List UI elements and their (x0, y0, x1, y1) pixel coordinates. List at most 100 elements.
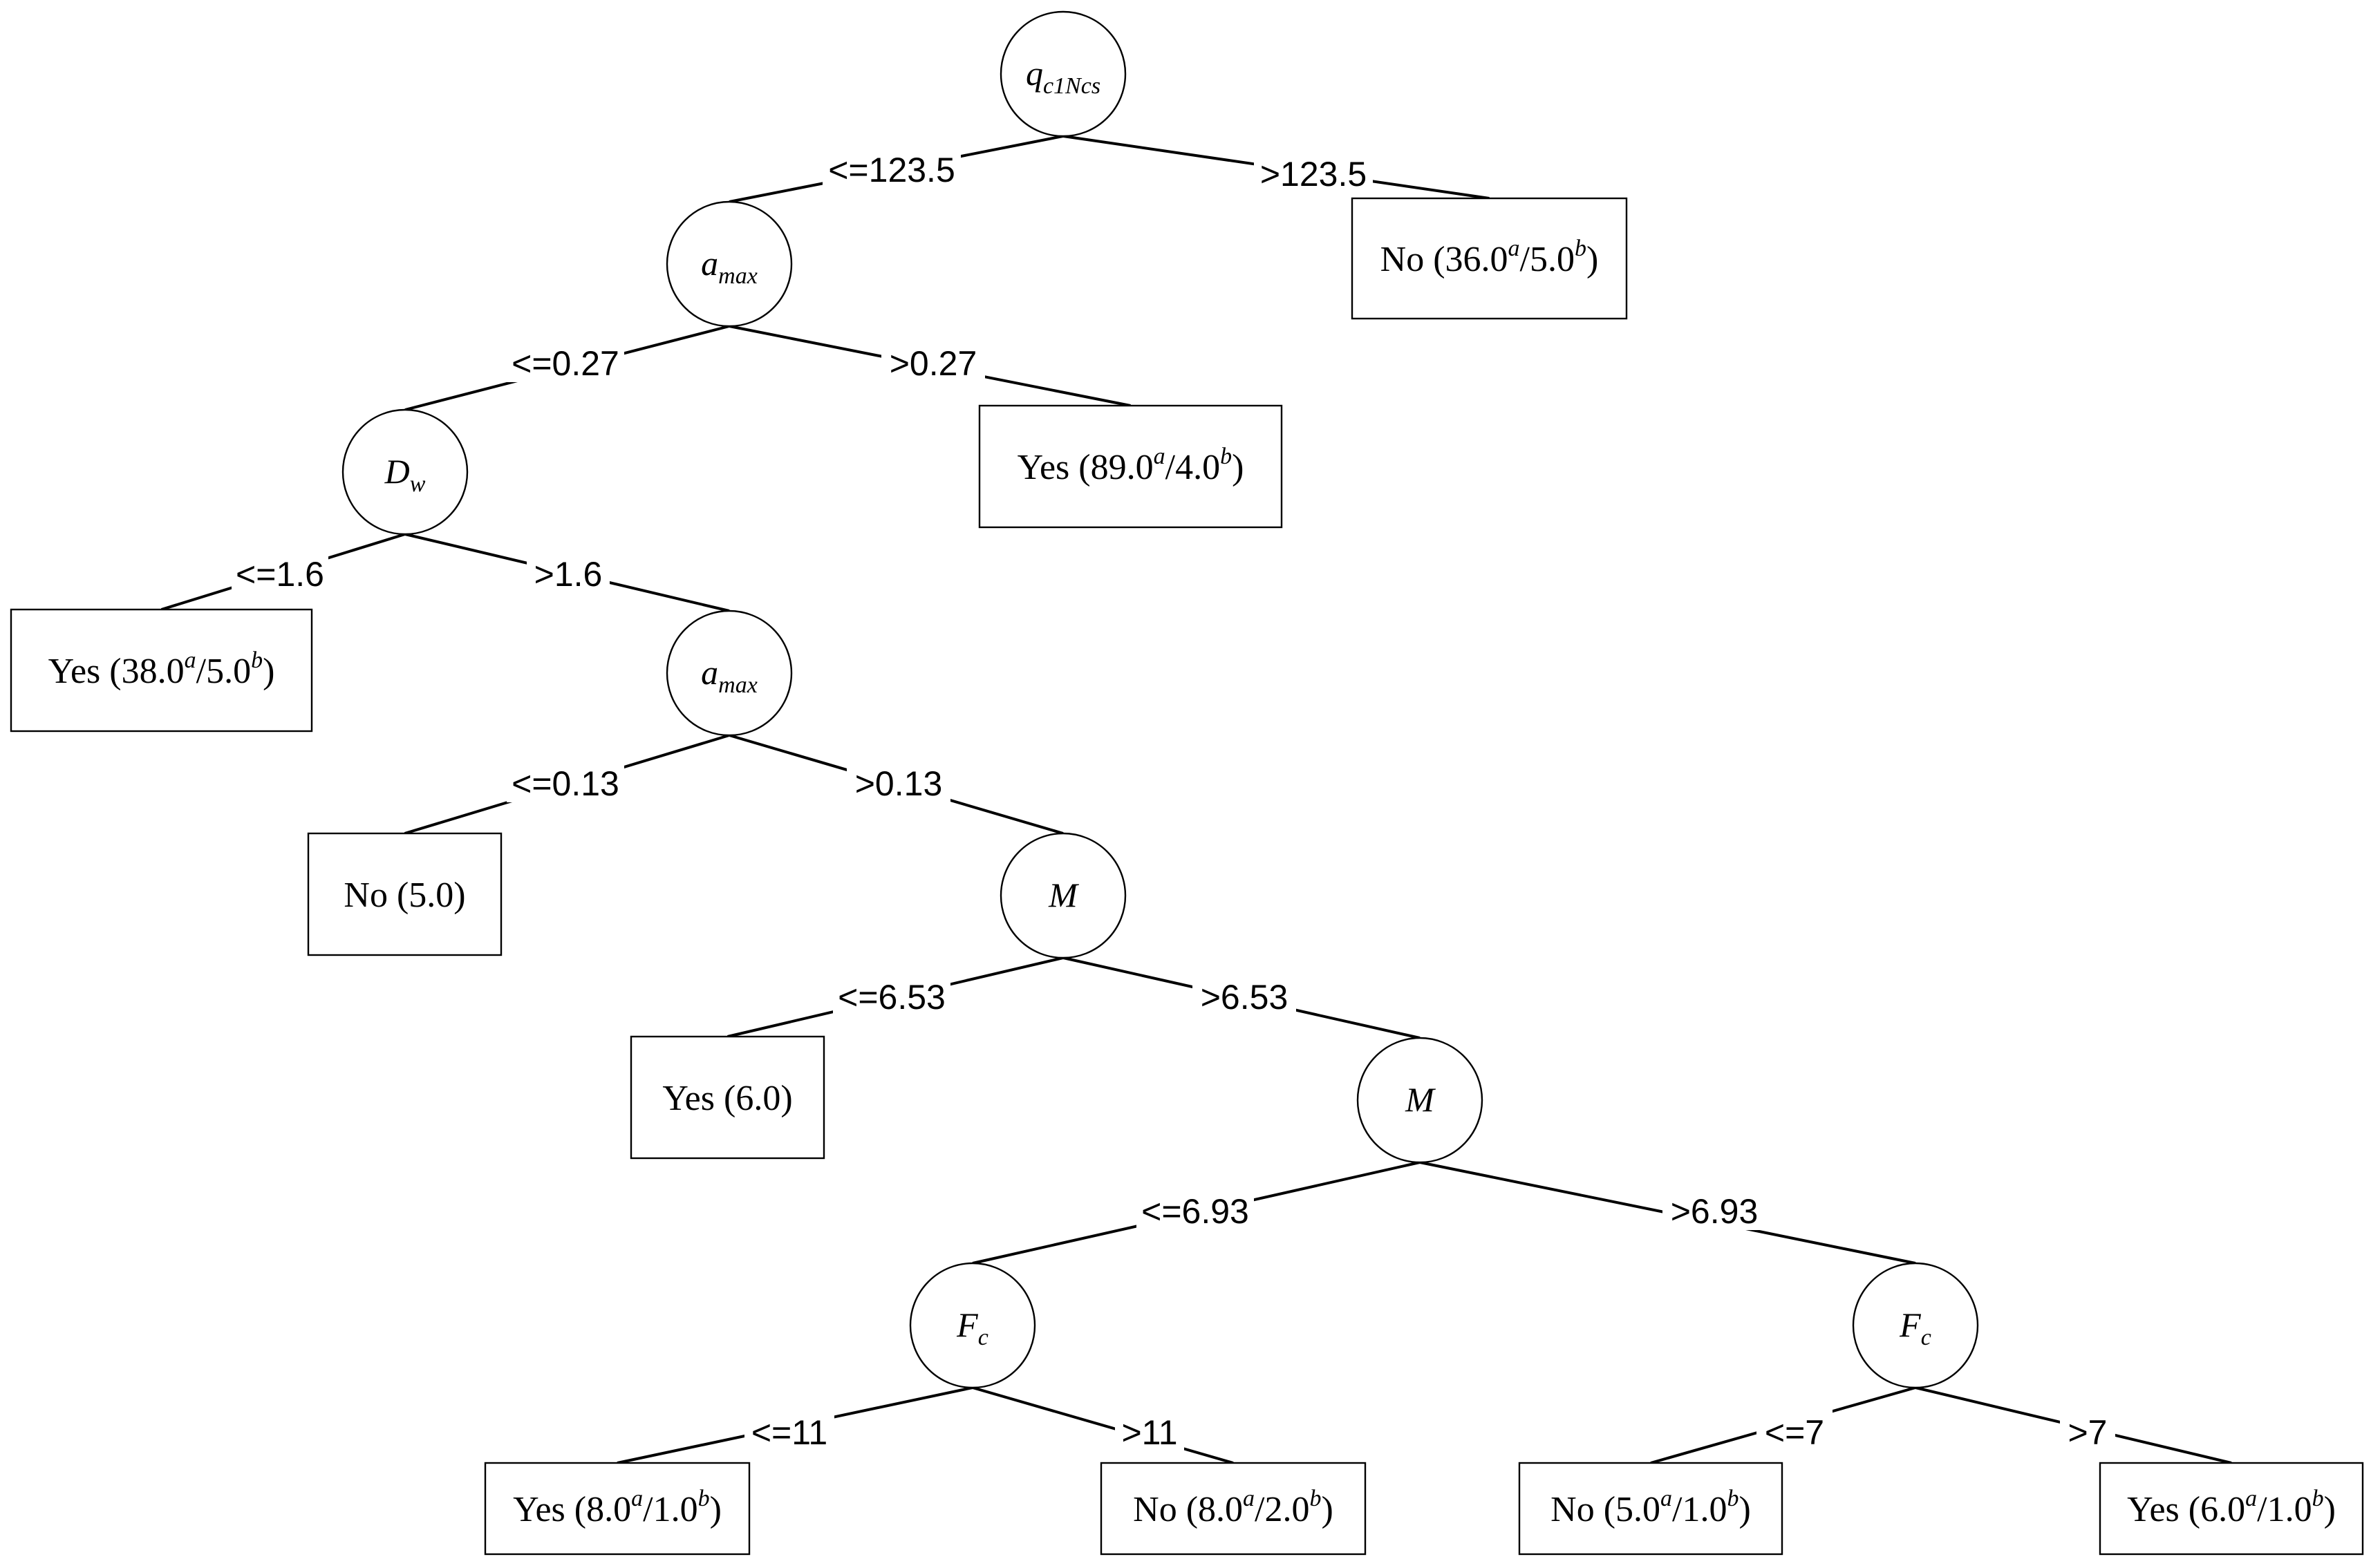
edge-label-n8_l: <=7 (1765, 1413, 1824, 1452)
leaf-l9: Yes (6.0a/1.0b) (2099, 1462, 2364, 1556)
node-label: Fc (956, 1305, 988, 1350)
leaf-label: Yes (89.0a/4.0b) (1018, 444, 1244, 487)
edge-label-bg (1192, 973, 1296, 1016)
leaf-paren: ( (100, 652, 121, 691)
leaf-class: Yes (513, 1490, 565, 1529)
leaf-paren: ( (1177, 1490, 1198, 1529)
node-n1: qc1Ncs (1000, 10, 1127, 138)
leaf-slash: / (1255, 1490, 1265, 1529)
edge-label-bg (1662, 1187, 1766, 1230)
node-circle (1356, 1037, 1483, 1164)
edge-label-bg (1115, 1408, 1184, 1451)
leaf-paren-close: ) (1739, 1490, 1751, 1529)
leaf-count-b: 5.0 (206, 652, 251, 691)
edge-label-bg (847, 759, 950, 802)
leaf-sup-a: a (2245, 1486, 2257, 1511)
edge-label-n8_r: >7 (2068, 1413, 2107, 1452)
node-label: Fc (1899, 1305, 1931, 1350)
edge-label-bg (232, 550, 328, 593)
leaf-slash: / (1520, 240, 1530, 279)
leaf-paren-close: ) (780, 1079, 792, 1118)
leaf-count-a: 8.0 (586, 1490, 631, 1529)
node-circle (666, 200, 793, 328)
leaf-box (1351, 197, 1628, 320)
edge-label-n7_r: >11 (1121, 1413, 1177, 1452)
leaf-box (978, 404, 1283, 529)
edge-label-bg (881, 339, 985, 382)
edge-label-n2_l: <=0.27 (512, 344, 619, 383)
node-n5: M (1000, 832, 1127, 959)
leaf-paren: ( (565, 1490, 586, 1529)
leaf-count-a: 6.0 (2200, 1490, 2245, 1529)
node-n3: Dw (341, 408, 469, 536)
leaf-sup-b: b (251, 648, 263, 673)
node-subscript: c (1921, 1325, 1931, 1350)
leaf-box (1518, 1462, 1783, 1556)
node-circle (909, 1262, 1036, 1389)
node-label: amax (701, 653, 758, 698)
leaf-count-a: 89.0 (1091, 448, 1154, 487)
leaf-slash: / (196, 652, 207, 691)
leaf-sup-a: a (1660, 1486, 1672, 1511)
leaf-paren-close: ) (2324, 1490, 2336, 1529)
leaf-paren: ( (388, 876, 409, 915)
node-variable: q (1026, 54, 1043, 93)
edge-n7-l7 (972, 1386, 1234, 1464)
leaf-paren-close: ) (1586, 240, 1598, 279)
leaf-paren: ( (1595, 1490, 1615, 1529)
leaf-label: Yes (6.0a/1.0b) (2127, 1486, 2336, 1529)
leaf-paren-close: ) (263, 652, 274, 691)
edge-label-n5_r: >6.53 (1201, 978, 1288, 1017)
leaf-count-a: 36.0 (1445, 240, 1508, 279)
leaf-l5: Yes (6.0) (630, 1035, 825, 1160)
edge-label-n2_r: >0.27 (890, 344, 977, 383)
node-n7: Fc (909, 1262, 1036, 1389)
edge-label-bg (833, 973, 950, 1016)
edge-label-bg (2060, 1408, 2115, 1451)
edge-label-n7_l: <=11 (751, 1413, 827, 1452)
leaf-l3: Yes (38.0a/5.0b) (10, 608, 313, 733)
leaf-count-a: 5.0 (409, 876, 453, 915)
leaf-slash: / (1672, 1490, 1683, 1529)
leaf-count-b: 4.0 (1175, 448, 1220, 487)
leaf-count-b: 1.0 (1683, 1490, 1727, 1529)
leaf-count-b: 1.0 (2267, 1490, 2312, 1529)
leaf-class: Yes (48, 652, 101, 691)
node-variable: a (701, 244, 718, 283)
leaf-class: Yes (662, 1079, 715, 1118)
node-variable: M (1405, 1080, 1436, 1119)
node-label: qc1Ncs (1026, 54, 1100, 99)
edge-label-n4_l: <=0.13 (512, 764, 619, 803)
leaf-class: No (1550, 1490, 1595, 1529)
node-n4: amax (666, 610, 793, 737)
leaf-label: Yes (6.0) (662, 1079, 792, 1118)
leaf-class: No (344, 876, 388, 915)
leaf-count-b: 1.0 (653, 1490, 698, 1529)
leaf-paren-close: ) (1322, 1490, 1333, 1529)
edge-label-n1_l: <=123.5 (828, 151, 955, 189)
edge-label-n1_r: >123.5 (1260, 155, 1367, 193)
leaf-box (2099, 1462, 2364, 1556)
leaf-label: No (36.0a/5.0b) (1380, 236, 1599, 279)
node-label: M (1405, 1080, 1436, 1119)
edge-label-bg (507, 339, 624, 382)
leaf-paren-close: ) (453, 876, 465, 915)
edge-label-n4_r: >0.13 (855, 764, 943, 803)
leaf-sup-b: b (698, 1486, 710, 1511)
node-subscript: c (978, 1325, 988, 1350)
node-variable: F (956, 1305, 978, 1344)
leaf-paren: ( (715, 1079, 735, 1118)
leaf-count-b: 2.0 (1265, 1490, 1310, 1529)
leaf-paren: ( (2180, 1490, 2200, 1529)
node-label: amax (701, 244, 758, 289)
leaf-l1: No (36.0a/5.0b) (1351, 197, 1628, 320)
leaf-sup-b: b (1220, 444, 1232, 469)
leaf-box (484, 1462, 751, 1556)
leaf-sup-b: b (1575, 236, 1586, 261)
leaf-class: Yes (2127, 1490, 2180, 1529)
edge-label-bg (527, 550, 610, 593)
leaf-paren-close: ) (1232, 448, 1244, 487)
node-n2: amax (666, 200, 793, 328)
